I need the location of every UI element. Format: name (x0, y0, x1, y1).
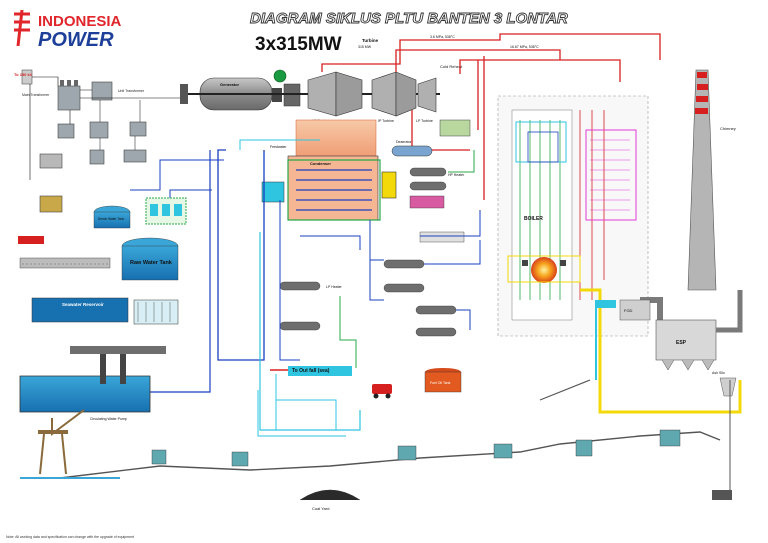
flue-gas-system: ESP FGD (619, 290, 743, 371)
fgd-label: FGD (624, 308, 633, 313)
steam-lines (321, 33, 661, 200)
footnote: Note: All working data and specification… (6, 535, 134, 539)
ash-silo-label: Ash Silo (712, 371, 725, 375)
boiler: BOILER (497, 95, 649, 337)
turbine-label: Turbine (362, 38, 379, 43)
ip-turbine-label: IP Turbine (378, 119, 394, 123)
generator: Generator (180, 69, 301, 111)
deaerator: Deaerator (391, 140, 433, 157)
esp-label: ESP (676, 340, 687, 346)
hp-heater-label: HP Heater (448, 173, 465, 177)
condenser-label: Condenser (310, 161, 331, 166)
page-subtitle: 3x315MW (255, 34, 342, 55)
cold-reheat-label: Cold Reheat (440, 64, 463, 69)
water-treatment: Demin Water Tank Raw Water Tank (18, 197, 187, 281)
cooling-water-loop (257, 390, 346, 437)
lp-turbine: LP Turbine (416, 77, 437, 123)
chimney-label: Chimney (720, 126, 736, 131)
page-title: DIAGRAM SIKLUS PLTU BANTEN 3 LONTAR (250, 10, 568, 27)
hot-reheat-value: 3.6 MPa, 538°C (430, 35, 455, 39)
logo: INDONESIA POWER (10, 9, 122, 51)
raw-water-tank-label: Raw Water Tank (130, 260, 173, 266)
ash-handling: Ash Silo (580, 288, 742, 414)
logo-text-bottom: POWER (38, 29, 114, 51)
condenser-steam-area: Condenser (261, 119, 397, 221)
turbine-rating: 315 MW (358, 45, 372, 49)
demin-tank-label: Demin Water Tank (98, 217, 124, 221)
boiler-label: BOILER (524, 216, 543, 222)
switchyard: To 150 kV Main Transformer Unit Transfor… (14, 69, 180, 213)
unit-transformer-label: Unit Transformer (118, 89, 145, 93)
fuel-oil-tank: Fuel Oil Tank (372, 368, 462, 399)
main-transformer: Main Transformer (22, 80, 81, 111)
main-transformer-label: Main Transformer (22, 93, 50, 97)
main-steam-value: 16.67 MPa, 538°C (510, 45, 539, 49)
intake-structure: Circulating Water Pump (19, 346, 166, 421)
generator-label: Generator (220, 82, 240, 87)
fuel-oil-label: Fuel Oil Tank (430, 381, 451, 385)
hp-turbine: HP Turbine (307, 71, 363, 123)
logo-text-top: INDONESIA (38, 13, 122, 30)
seawater-reservoir: Seawater Reservoir (31, 297, 179, 325)
lp-heaters: LP Heater (279, 231, 465, 337)
grid-label: To 150 kV (14, 72, 33, 77)
lp-turbine-label: LP Turbine (416, 119, 433, 123)
cwp-label: Circulating Water Pump (90, 417, 127, 421)
hp-heaters: HP Heater (409, 167, 465, 209)
outfall: To Out fall (sea) (270, 366, 352, 376)
unit-transformer: Unit Transformer (91, 81, 145, 101)
deaerator-label: Deaerator (396, 140, 412, 144)
chimney: Chimney (687, 69, 736, 291)
coal-handling: Coal Yard (20, 379, 732, 511)
coal-yard-label: Coal Yard (312, 506, 329, 511)
seawater-reservoir-label: Seawater Reservoir (62, 302, 104, 307)
lp-heater-label: LP Heater (326, 285, 343, 289)
outfall-label: To Out fall (sea) (292, 368, 330, 374)
ip-turbine: IP Turbine (371, 71, 417, 123)
feedwater-label: Feedwater (270, 145, 287, 149)
